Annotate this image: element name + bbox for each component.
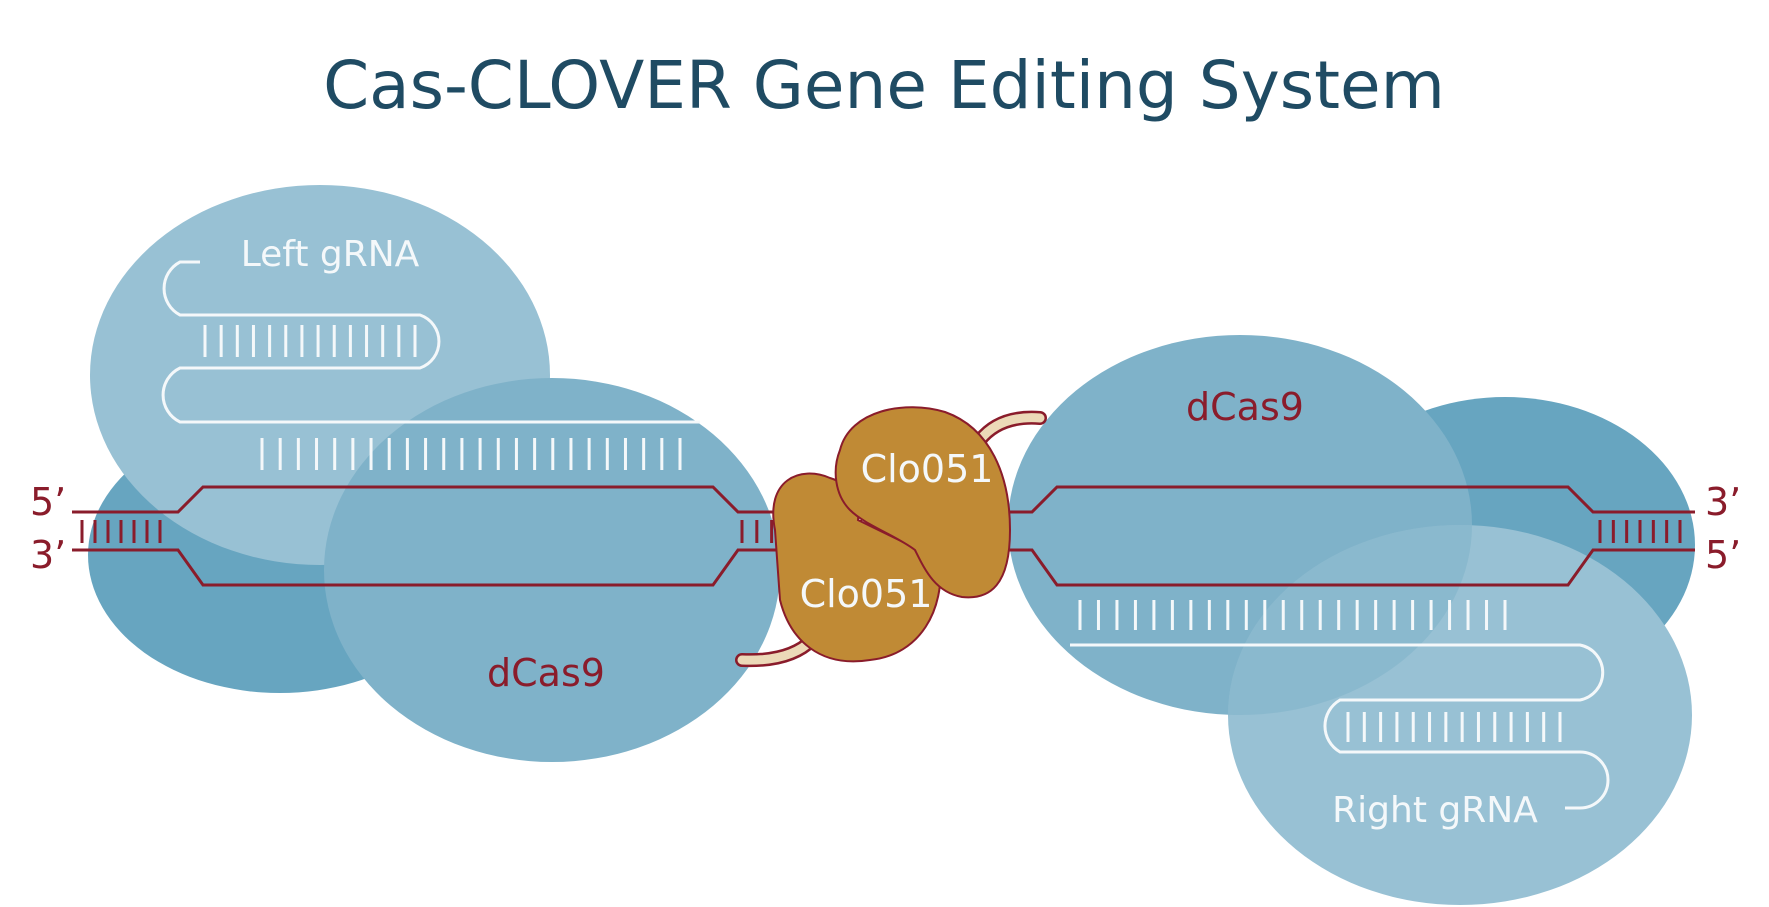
dna-base-pairs-right <box>1598 520 1682 543</box>
left-3prime-label: 3’ <box>30 533 66 577</box>
left-grna-stem-pairs <box>203 325 417 357</box>
right-grna-label: Right gRNA <box>1332 790 1538 831</box>
left-grna-label: Left gRNA <box>241 234 420 275</box>
left-dcas9-label: dCas9 <box>487 651 605 695</box>
right-dcas9-label: dCas9 <box>1186 385 1304 429</box>
left-5prime-label: 5’ <box>30 480 66 524</box>
left-grna-strand <box>161 260 700 424</box>
left-dcas9-body <box>324 378 780 762</box>
clo051-bottom-label: Clo051 <box>800 572 933 616</box>
linker-top <box>975 413 1045 445</box>
left-grna-target-pairs <box>260 438 682 470</box>
dna-base-pairs-left <box>80 520 162 543</box>
clo051-top-label: Clo051 <box>861 447 994 491</box>
right-grna-stem-pairs <box>1346 712 1562 742</box>
clo051-top-domain <box>834 406 1012 599</box>
right-grna-strand <box>1070 643 1610 810</box>
right-grna-target-pairs <box>1078 600 1507 630</box>
diagram-title: Cas-CLOVER Gene Editing System <box>323 47 1445 124</box>
right-3prime-label: 3’ <box>1705 480 1741 524</box>
right-5prime-label: 5’ <box>1705 533 1741 577</box>
